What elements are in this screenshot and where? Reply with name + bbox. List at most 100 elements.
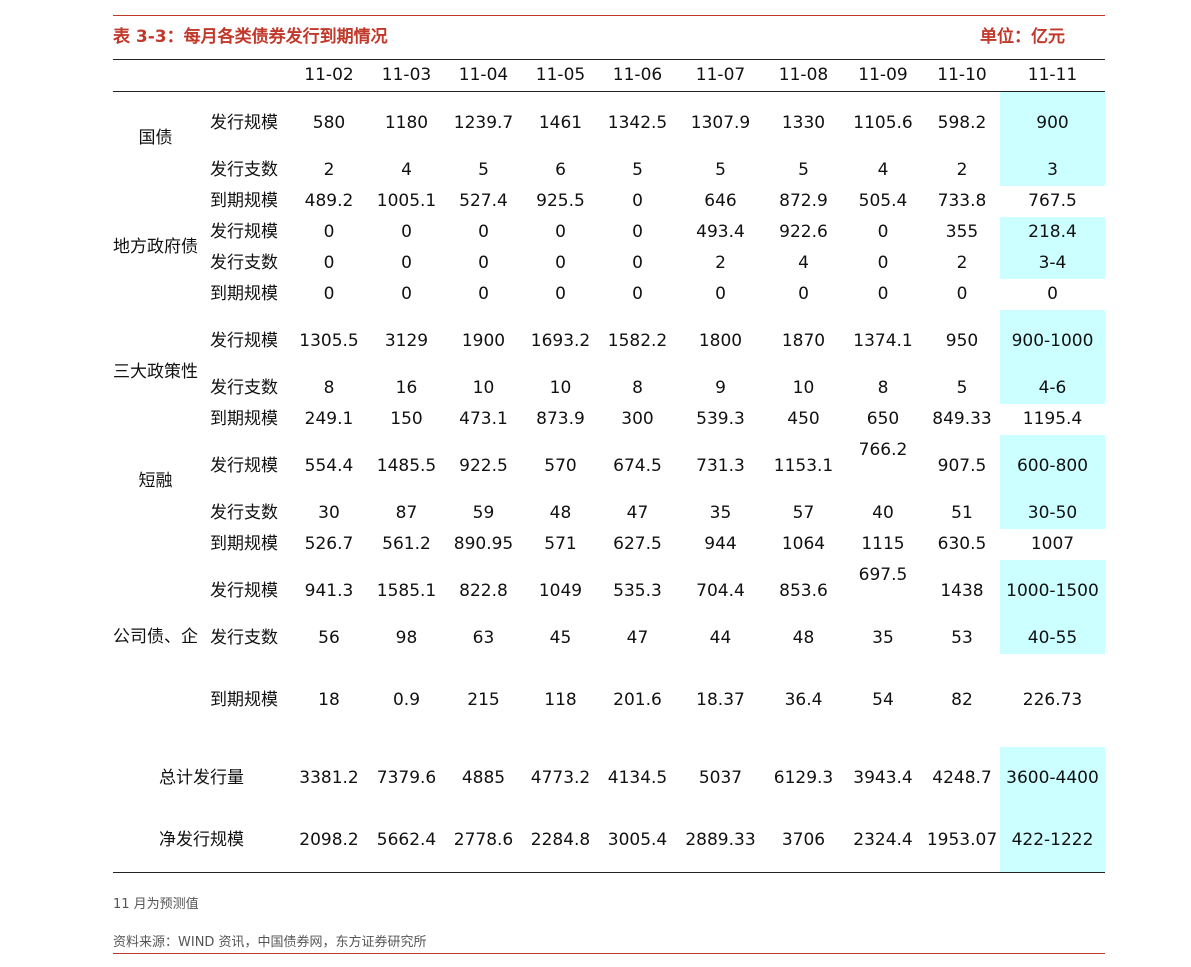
row-label: 发行支数 [210,159,278,180]
table-row-total: 净发行规模 2098.2 5662.4 2778.6 2284.8 3005.4… [113,809,1105,873]
table-cell: 697.5 [858,564,908,585]
table-cell: 872.9 [779,190,828,211]
table-cell: 118 [544,689,577,710]
table-cell: 7379.6 [376,767,437,788]
table-cell: 44 [709,627,732,648]
table-cell: 1330 [781,112,826,133]
table-cell: 630.5 [937,533,987,554]
table-cell: 10 [549,377,572,398]
table-row: 国债 发行规模 580 1180 1239.7 1461 1342.5 1307… [113,91,1105,155]
table-cell: 561.2 [382,533,431,554]
spacer-cell [599,654,676,685]
table-cell: 1374.1 [853,330,913,351]
spacer-cell [290,716,368,747]
table-cell: 1953.07 [924,809,1000,873]
table-cell: 733.8 [937,190,987,211]
source-note: 资料来源：WIND 资讯，中国债券网，东方证券研究所 [113,935,427,950]
header-row: 11-02 11-03 11-04 11-05 11-06 11-07 11-0… [113,59,1105,92]
table-cell: 57 [792,502,815,523]
row-label: 发行规模 [210,455,278,476]
table-cell: 890.95 [453,533,514,554]
forecast-cell: 422-1222 [1000,809,1105,873]
forecast-cell: 40-55 [1000,622,1105,654]
row-label: 发行规模 [210,330,278,351]
table-cell: 1153.1 [773,455,834,476]
table-cell: 0 [401,221,412,242]
table-cell: 5 [798,159,809,180]
table-cell: 853.6 [779,580,828,601]
table-cell: 535.3 [613,580,662,601]
title-bar: 表 3-3：每月各类债券发行到期情况 单位：亿元 [113,22,1105,50]
table-cell: 1195.4 [1022,408,1083,429]
row-label: 发行支数 [210,377,278,398]
table-cell: 35 [709,502,732,523]
table-cell: 4 [877,159,889,180]
table-cell: 0 [555,283,566,304]
table-cell: 18 [318,689,340,710]
table-cell: 0 [877,252,889,273]
table-cell: 10 [472,377,495,398]
table-cell: 473.1 [459,408,508,429]
table-cell: 849.33 [932,408,992,429]
column-header: 11-02 [290,59,368,92]
table-cell: 59 [472,502,495,523]
table-cell: 36.4 [784,689,823,710]
table-cell: 1007 [1030,533,1075,554]
spacer-cell [445,716,522,747]
table-cell: 731.3 [696,455,745,476]
spacer-cell [842,716,924,747]
table-cell: 53 [951,627,973,648]
table-cell: 82 [951,689,973,710]
table-cell: 505.4 [858,190,908,211]
group-label-policy-bank: 三大政策性银行金融债 [113,361,198,382]
table-cell: 674.5 [613,455,662,476]
forecast-cell: 900 [1000,91,1105,155]
table-cell: 215 [467,689,500,710]
spacer-cell [1000,654,1105,685]
column-header: 11-11 [1000,59,1105,92]
spacer-cell [842,654,924,685]
spacer-cell [765,716,842,747]
table-cell: 570 [544,455,577,476]
table-cell: 1693.2 [530,330,591,351]
spacer-cell [368,716,445,747]
table-cell: 48 [792,627,815,648]
table-cell: 35 [872,627,894,648]
table-cell: 580 [312,112,346,133]
table-cell: 1115 [861,533,905,554]
table-cell: 2 [715,252,726,273]
table-cell: 0 [478,283,489,304]
table-cell: 5662.4 [368,809,445,873]
table-cell: 63 [472,627,495,648]
table-cell: 539.3 [696,408,745,429]
unit-label: 单位：亿元 [980,27,1065,47]
table-row: 到期规模 489.2 1005.1 527.4 925.5 0 646 872.… [113,186,1105,217]
table-cell: 571 [544,533,577,554]
table-cell: 5 [956,377,968,398]
table-cell: 922.5 [459,455,508,476]
table-cell: 8 [877,377,889,398]
spacer-cell [765,654,842,685]
table-row: 到期规模 0 0 0 0 0 0 0 0 0 0 [113,279,1105,310]
row-label: 发行支数 [210,627,278,648]
total-label: 净发行规模 [113,809,290,873]
spacer-cell [676,716,765,747]
table-row-spacer [113,716,1105,747]
table-cell: 554.4 [304,455,354,476]
table-cell: 0 [478,221,489,242]
table-cell: 0 [632,221,643,242]
total-label: 总计发行量 [159,767,244,788]
table-cell: 1180 [384,112,429,133]
top-rule [113,15,1105,16]
table-row-total: 总计发行量 3381.2 7379.6 4885 4773.2 4134.5 5… [113,746,1105,810]
table-cell: 30 [318,502,340,523]
table-cell: 47 [626,627,649,648]
table-cell: 922.6 [779,221,828,242]
column-header: 11-10 [924,59,1000,92]
spacer-cell [924,654,1000,685]
table-cell: 8 [323,377,335,398]
table-cell: 0 [877,221,889,242]
table-row: 发行支数 8 16 10 10 8 9 10 8 5 4-6 [113,372,1105,404]
table-cell: 6 [555,159,566,180]
forecast-cell: 3-4 [1000,247,1105,279]
